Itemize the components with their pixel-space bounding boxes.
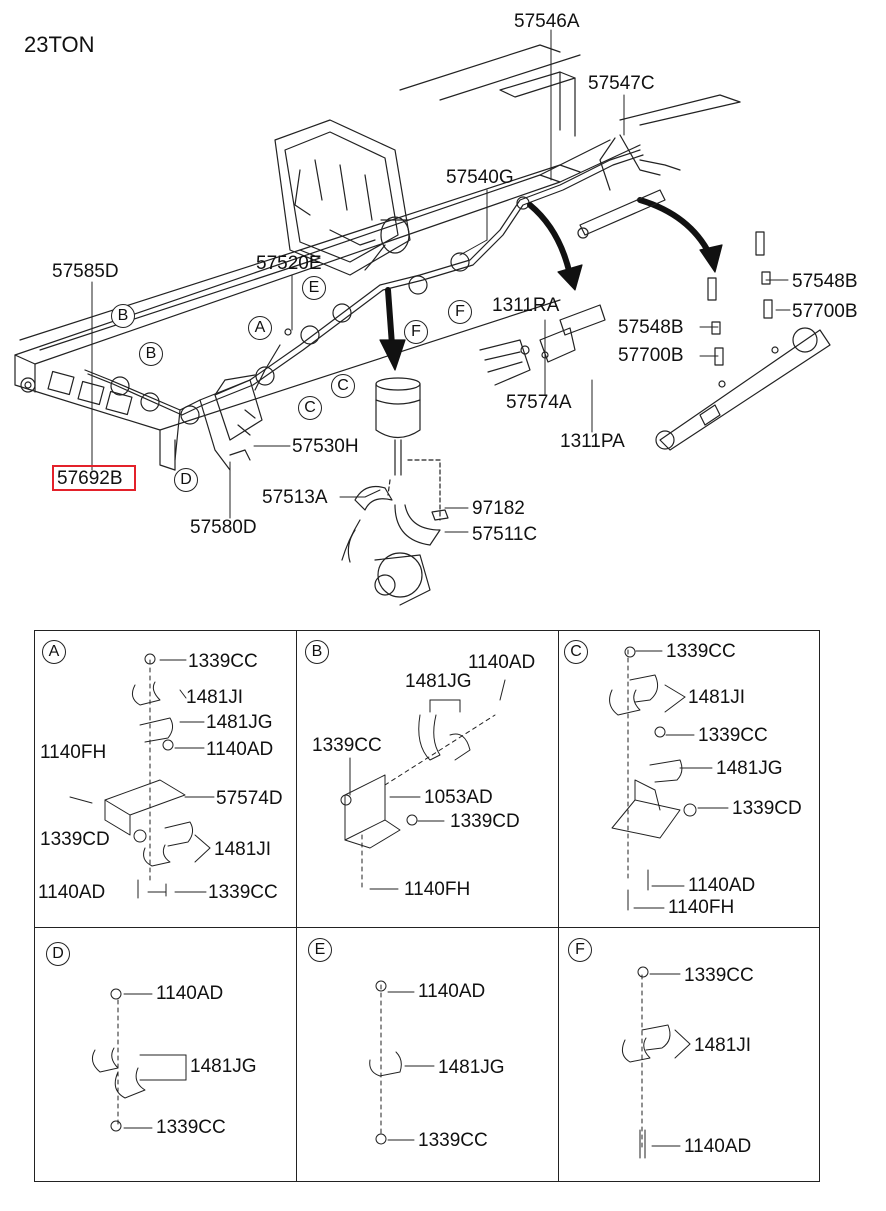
detail-d-label-1[interactable]: 1140AD bbox=[156, 983, 224, 1004]
callout-arrows bbox=[379, 197, 723, 371]
marker-e[interactable]: E bbox=[302, 276, 326, 300]
detail-c-letter: C bbox=[564, 640, 588, 664]
detail-panel-d bbox=[34, 927, 297, 1182]
detail-e-label-3[interactable]: 1339CC bbox=[418, 1130, 488, 1151]
callout-57580D[interactable]: 57580D bbox=[190, 517, 257, 538]
detail-a-label-6[interactable]: 57574D bbox=[216, 788, 283, 809]
detail-a-label-2[interactable]: 1481JI bbox=[186, 687, 244, 708]
detail-b-label-3[interactable]: 1339CC bbox=[312, 735, 382, 756]
model-title: 23TON bbox=[24, 32, 95, 57]
detail-b-label-6[interactable]: 1140FH bbox=[404, 879, 471, 900]
callout-57585D[interactable]: 57585D bbox=[52, 261, 119, 282]
callout-57546A[interactable]: 57546A bbox=[514, 11, 580, 32]
detail-c-label-6[interactable]: 1140AD bbox=[688, 875, 756, 896]
detail-panel-f bbox=[558, 927, 820, 1182]
marker-d[interactable]: D bbox=[174, 468, 198, 492]
detail-b-letter: B bbox=[305, 640, 329, 664]
detail-f-label-2[interactable]: 1481JI bbox=[694, 1035, 752, 1056]
detail-a-label-7[interactable]: 1339CD bbox=[40, 829, 110, 850]
detail-a-label-9[interactable]: 1140AD bbox=[38, 882, 106, 903]
detail-b-label-1[interactable]: 1140AD bbox=[468, 652, 536, 673]
detail-c-label-1[interactable]: 1339CC bbox=[666, 641, 736, 662]
highlighted-part-label: 57692B bbox=[57, 468, 123, 489]
callout-57548B-2[interactable]: 57548B bbox=[618, 317, 684, 338]
detail-a-label-3[interactable]: 1481JG bbox=[206, 712, 273, 733]
detail-d-letter: D bbox=[46, 942, 70, 966]
detail-a-label-10[interactable]: 1339CC bbox=[208, 882, 278, 903]
detail-c-label-5[interactable]: 1339CD bbox=[732, 798, 802, 819]
valve-bracket bbox=[214, 379, 263, 461]
callout-57530H[interactable]: 57530H bbox=[292, 436, 359, 457]
callout-1311PA[interactable]: 1311PA bbox=[560, 431, 625, 452]
detail-f-letter: F bbox=[568, 938, 592, 962]
callout-97182[interactable]: 97182 bbox=[472, 498, 525, 519]
highlighted-part-57692B[interactable]: 57692B bbox=[52, 465, 136, 491]
detail-e-label-1[interactable]: 1140AD bbox=[418, 981, 486, 1002]
detail-c-label-7[interactable]: 1140FH bbox=[668, 897, 735, 918]
detail-a-letter: A bbox=[42, 640, 66, 664]
detail-c-label-4[interactable]: 1481JG bbox=[716, 758, 783, 779]
detail-a-label-5[interactable]: 1140FH bbox=[40, 742, 107, 763]
callout-57574A[interactable]: 57574A bbox=[506, 392, 572, 413]
tank-bracket bbox=[274, 119, 411, 276]
marker-c-1[interactable]: C bbox=[298, 396, 322, 420]
detail-a-label-1[interactable]: 1339CC bbox=[188, 651, 258, 672]
detail-c-label-2[interactable]: 1481JI bbox=[688, 687, 746, 708]
tie-rod-assembly bbox=[579, 189, 831, 451]
detail-e-letter: E bbox=[308, 938, 332, 962]
marker-b-2[interactable]: B bbox=[139, 342, 163, 366]
marker-f-2[interactable]: F bbox=[448, 300, 472, 324]
callout-57700B-2[interactable]: 57700B bbox=[618, 345, 684, 366]
detail-b-label-4[interactable]: 1053AD bbox=[424, 787, 493, 808]
detail-c-label-3[interactable]: 1339CC bbox=[698, 725, 768, 746]
detail-f-label-3[interactable]: 1140AD bbox=[684, 1136, 752, 1157]
callout-57520E[interactable]: 57520E bbox=[256, 253, 322, 274]
callout-57511C[interactable]: 57511C bbox=[472, 524, 538, 545]
callout-57700B[interactable]: 57700B bbox=[792, 301, 858, 322]
pipe-lines bbox=[84, 134, 681, 471]
callout-57513A[interactable]: 57513A bbox=[262, 487, 328, 508]
detail-d-label-3[interactable]: 1339CC bbox=[156, 1117, 226, 1138]
marker-c-2[interactable]: C bbox=[331, 374, 355, 398]
callout-57540G[interactable]: 57540G bbox=[446, 167, 514, 188]
fuel-filter bbox=[341, 377, 449, 606]
leader-lines bbox=[91, 29, 791, 533]
marker-a[interactable]: A bbox=[248, 316, 272, 340]
marker-f-1[interactable]: F bbox=[404, 320, 428, 344]
marker-b-1[interactable]: B bbox=[111, 304, 135, 328]
callout-1311RA[interactable]: 1311RA bbox=[492, 295, 560, 316]
detail-b-label-2[interactable]: 1481JG bbox=[405, 671, 472, 692]
callout-57548B[interactable]: 57548B bbox=[792, 271, 858, 292]
callout-57547C[interactable]: 57547C bbox=[588, 73, 655, 94]
detail-d-label-2[interactable]: 1481JG bbox=[190, 1056, 257, 1077]
detail-e-label-2[interactable]: 1481JG bbox=[438, 1057, 505, 1078]
detail-sketches bbox=[69, 646, 729, 1159]
tube-connector bbox=[479, 304, 606, 386]
frame-rail bbox=[14, 44, 741, 471]
detail-a-label-4[interactable]: 1140AD bbox=[206, 739, 274, 760]
detail-b-label-5[interactable]: 1339CD bbox=[450, 811, 520, 832]
detail-a-label-8[interactable]: 1481JI bbox=[214, 839, 272, 860]
detail-f-label-1[interactable]: 1339CC bbox=[684, 965, 754, 986]
